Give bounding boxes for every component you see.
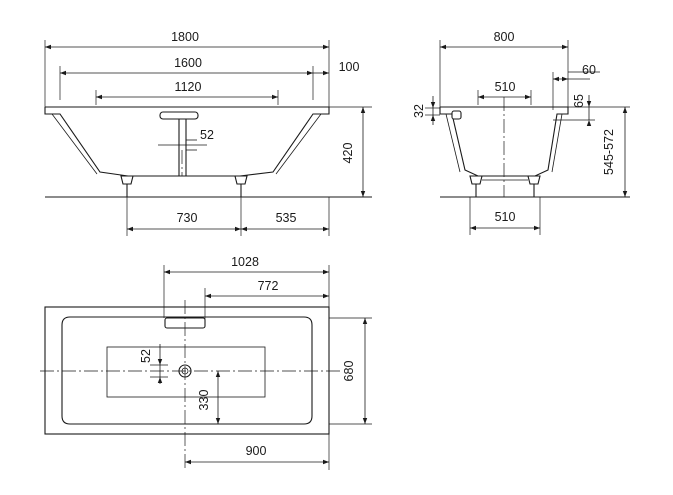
dim-510-bottom-label: 510: [495, 210, 516, 224]
dim-1600-label: 1600: [174, 56, 202, 70]
dim-52-top-label: 52: [139, 349, 153, 363]
dim-1800-label: 1800: [171, 30, 199, 44]
dim-535-label: 535: [276, 211, 297, 225]
top-basin-bottom: [106, 346, 266, 398]
dim-32-label: 32: [412, 104, 426, 118]
arrowhead: [241, 226, 247, 232]
dim-510-top-label: 510: [495, 80, 516, 94]
arrowhead: [323, 293, 329, 299]
dim-330-label: 330: [197, 390, 211, 411]
dim-1120-label: 1120: [175, 80, 202, 94]
end-foot-left: [469, 175, 483, 197]
arrowhead: [525, 94, 531, 100]
arrowhead: [586, 120, 592, 126]
arrowhead: [96, 94, 102, 100]
dim-680-label: 680: [342, 361, 356, 382]
dim-1028-label: 1028: [231, 255, 259, 269]
side-view: 1800 1600 100 1120 52 420 730 535: [44, 30, 372, 236]
arrowhead: [478, 94, 484, 100]
arrowhead: [307, 70, 313, 76]
dim-65-label: 65: [572, 94, 586, 108]
arrowhead: [272, 94, 278, 100]
dim-52-label: 52: [200, 128, 214, 142]
dim-800-label: 800: [494, 30, 515, 44]
arrowhead: [362, 418, 368, 424]
end-overflow: [451, 110, 462, 120]
top-view: 1028 772 52 330 680 900: [40, 255, 372, 470]
dimension-arrowheads: [45, 44, 628, 465]
end-foot-right: [527, 175, 541, 197]
arrowhead: [235, 226, 241, 232]
arrowhead: [157, 377, 163, 383]
arrowhead: [553, 76, 559, 82]
arrowhead: [586, 101, 592, 107]
arrowhead: [360, 191, 366, 197]
overflow-fitting: [159, 111, 199, 120]
dim-730-label: 730: [177, 211, 198, 225]
side-foot-right: [234, 175, 248, 197]
arrowhead: [45, 44, 51, 50]
arrowhead: [215, 371, 221, 377]
arrowhead: [562, 44, 568, 50]
side-foot-left: [120, 175, 134, 197]
top-inner-basin: [61, 316, 313, 425]
arrowhead: [164, 269, 170, 275]
arrowhead: [440, 44, 446, 50]
arrowhead: [562, 76, 568, 82]
top-outer-rim: [44, 306, 330, 435]
arrowhead: [362, 318, 368, 324]
dim-772-label: 772: [258, 279, 279, 293]
arrowhead: [534, 225, 540, 231]
dim-420-label: 420: [341, 143, 355, 164]
arrowhead: [60, 70, 66, 76]
end-view: 800 60 510 65 32 545-572 510: [412, 30, 630, 235]
arrowhead: [622, 191, 628, 197]
dim-545-572-label: 545-572: [602, 129, 616, 175]
dim-100-label: 100: [339, 60, 360, 74]
arrowhead: [470, 225, 476, 231]
arrowhead: [323, 459, 329, 465]
arrowhead: [157, 359, 163, 365]
arrowhead: [360, 107, 366, 113]
arrowhead: [127, 226, 133, 232]
arrowhead: [622, 107, 628, 113]
arrowhead: [323, 44, 329, 50]
arrowhead: [430, 115, 436, 121]
dim-900-label: 900: [246, 444, 267, 458]
arrowhead: [323, 226, 329, 232]
arrowhead: [215, 418, 221, 424]
arrowhead: [205, 293, 211, 299]
arrowhead: [430, 102, 436, 108]
dim-60-label: 60: [582, 63, 596, 77]
arrowhead: [323, 70, 329, 76]
arrowhead: [185, 459, 191, 465]
arrowhead: [323, 269, 329, 275]
